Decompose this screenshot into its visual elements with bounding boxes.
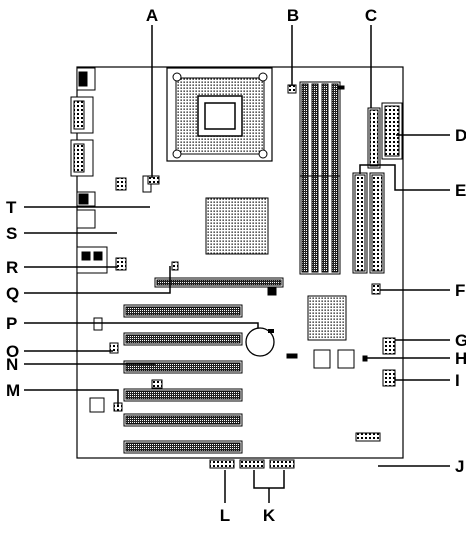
callout-c: C bbox=[365, 6, 377, 25]
callout-i: I bbox=[455, 371, 460, 390]
battery bbox=[245, 327, 275, 357]
small-chips bbox=[89, 317, 355, 413]
board-headers bbox=[109, 84, 396, 469]
agp-slot bbox=[154, 277, 284, 296]
callout-h: H bbox=[455, 349, 466, 368]
northbridge-chip bbox=[205, 197, 269, 255]
callout-q: Q bbox=[6, 284, 19, 303]
callout-g: G bbox=[455, 331, 466, 350]
callout-leader-lines bbox=[24, 25, 450, 503]
callout-d: D bbox=[455, 126, 466, 145]
cpu-socket bbox=[166, 67, 273, 162]
callout-s: S bbox=[6, 224, 17, 243]
atx-power-connector bbox=[367, 107, 381, 169]
callout-r: R bbox=[6, 258, 18, 277]
ide-connectors bbox=[352, 172, 385, 274]
callout-f: F bbox=[455, 281, 465, 300]
southbridge-chip bbox=[307, 295, 347, 341]
callout-j: J bbox=[455, 457, 464, 476]
callout-m: M bbox=[6, 381, 20, 400]
callout-t: T bbox=[6, 198, 17, 217]
callout-o: O bbox=[6, 342, 19, 361]
callout-a: A bbox=[146, 6, 158, 25]
callout-p: P bbox=[6, 314, 17, 333]
callout-b: B bbox=[287, 6, 299, 25]
callout-e: E bbox=[455, 181, 466, 200]
callout-k: K bbox=[263, 506, 276, 525]
floppy-connector bbox=[381, 102, 403, 160]
callout-n: N bbox=[6, 355, 18, 374]
callout-l: L bbox=[220, 506, 230, 525]
pci-slots bbox=[123, 304, 243, 454]
memory-slots bbox=[299, 81, 345, 275]
rear-io-panel bbox=[70, 67, 108, 274]
